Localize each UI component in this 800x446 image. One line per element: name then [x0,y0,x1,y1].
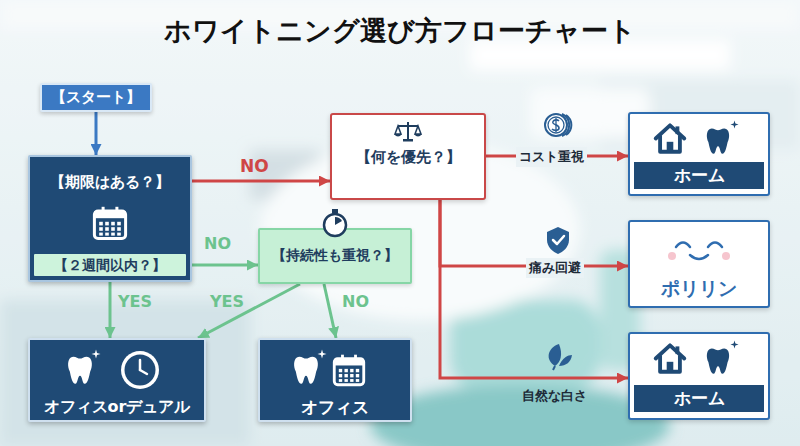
clock-icon [121,351,159,389]
start-box: 【スタート】 [40,83,152,112]
node-text: 【何を優先？】 [332,147,484,167]
house-icon [656,125,685,151]
tooth-icon [68,357,92,384]
flow-arrow [192,180,330,183]
calendar-icon [334,355,363,385]
chart-title: ホワイトニング選び方フローチャート [0,13,800,49]
node-text: ホーム [634,162,764,189]
flow-arrow [324,284,336,338]
result-box: オフィスorデュアル [28,338,206,422]
sparkle-icon [92,350,101,359]
tooth-icon [294,357,318,384]
sparkle-icon [730,120,738,128]
result-box: ポリリン [628,220,770,308]
edge-label: NO [342,292,369,312]
flow-arrow [109,276,112,338]
decision-box: 【持続性も重視？】 [258,228,412,284]
result-box: オフィス [258,338,412,422]
flow-arrow [186,264,258,267]
edge-label: YES [210,292,244,312]
edge-label: NO [204,234,231,254]
result-box: ホーム [628,332,770,420]
node-text: オフィスorデュアル [30,397,204,417]
node-text: ポリリン [630,276,768,300]
flow-arrow [440,200,628,266]
smiley-icon [668,243,730,261]
decision-box: 【期限はある？】【２週間以内？】 [28,155,192,282]
edge-label: コスト重視 [516,147,587,167]
timer-icon [324,209,346,236]
calendar-icon [94,207,125,239]
node-text: オフィス [260,397,410,417]
sparkle-icon [318,350,327,359]
node-text: 【２週間以内？】 [34,255,186,275]
tooth-icon [707,348,729,373]
node-text: 【スタート】 [42,87,150,107]
flow-arrow [198,284,300,338]
edge-label: NO [240,156,269,176]
decision-band: 【２週間以内？】 [34,254,186,276]
tooth-icon [707,128,729,153]
flow-arrow [440,200,628,378]
leaf-icon [549,344,572,370]
edge-label: YES [118,292,152,312]
scale-icon [394,122,422,142]
house-icon [656,345,685,371]
sparkle-icon [730,340,738,348]
result-box: ホーム [628,112,770,196]
node-text: 【持続性も重視？】 [260,245,410,265]
priority-box: 【何を優先？】 [330,113,486,200]
flow-arrow [95,112,98,155]
coin-icon [545,114,571,136]
edge-label: 自然な白さ [522,386,587,406]
edge-label: 痛み回避 [526,258,584,278]
shield-icon [547,227,569,254]
node-text: 【期限はある？】 [30,172,190,192]
node-text: ホーム [634,385,764,412]
